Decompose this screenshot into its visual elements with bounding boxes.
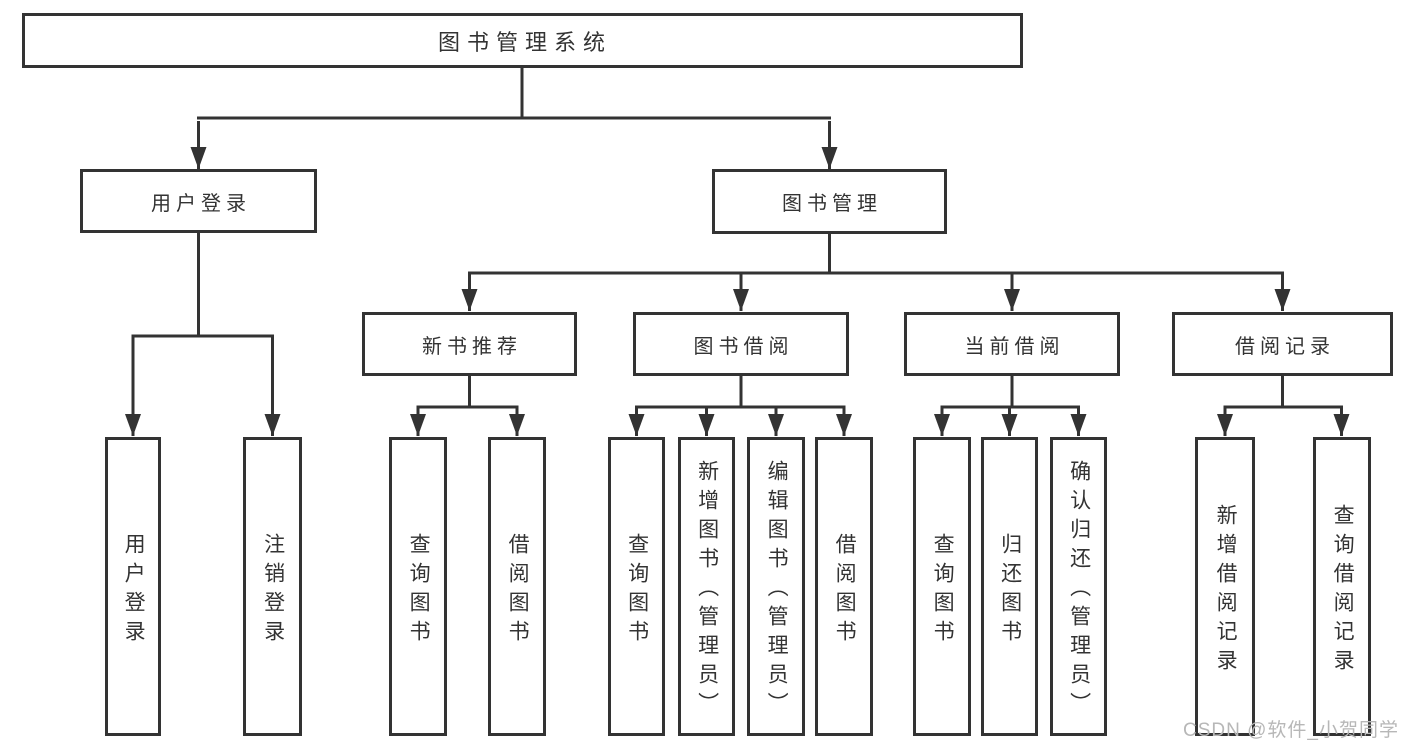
leaf-add-borrow-record: 新增借阅记录 (1195, 437, 1255, 736)
node-new-book-recommend: 新书推荐 (362, 312, 577, 376)
node-label: 新增借阅记录 (1214, 503, 1238, 678)
node-label: 编辑图书（管理员） (765, 460, 789, 721)
node-current-borrow: 当前借阅 (904, 312, 1120, 376)
connector-book-borrow-children (628, 376, 852, 436)
node-label: 查询借阅记录 (1331, 503, 1355, 678)
node-label: 图书借阅 (693, 335, 794, 358)
node-library-management-system: 图书管理系统 (22, 13, 1023, 68)
node-label: 图书管理系统 (437, 29, 612, 55)
connector-current-borrow-children (934, 376, 1087, 436)
leaf-query-books-recommend: 查询图书 (389, 437, 447, 736)
node-label: 图书管理 (782, 193, 882, 215)
node-label: 当前借阅 (964, 335, 1065, 358)
leaf-borrow-books-recommend: 借阅图书 (488, 437, 546, 736)
node-label: 用户登录 (122, 532, 146, 649)
node-label: 查询图书 (625, 532, 649, 649)
node-label: 用户登录 (151, 192, 251, 215)
leaf-return-books: 归还图书 (981, 437, 1038, 736)
node-label: 确认归还（管理员） (1067, 460, 1091, 721)
node-book-management: 图书管理 (712, 169, 947, 234)
leaf-query-books-borrow: 查询图书 (608, 437, 665, 736)
connector-user-login-children (125, 233, 281, 436)
node-user-login: 用户登录 (80, 169, 317, 233)
connector-root-to-level2 (190, 68, 838, 169)
csdn-watermark: CSDN @软件_小贺同学 (1183, 720, 1399, 741)
node-label: 借阅记录 (1235, 335, 1335, 358)
connector-borrow-records-children (1217, 376, 1350, 436)
node-label: 归还图书 (998, 532, 1022, 649)
node-book-borrow: 图书借阅 (633, 312, 849, 376)
leaf-borrow-books: 借阅图书 (815, 437, 873, 736)
node-label: 借阅图书 (833, 532, 857, 649)
leaf-user-login: 用户登录 (105, 437, 161, 736)
node-label: 注销登录 (261, 532, 285, 649)
leaf-edit-book-admin: 编辑图书（管理员） (747, 437, 805, 736)
node-label: 查询图书 (931, 532, 955, 649)
leaf-query-borrow-record: 查询借阅记录 (1313, 437, 1371, 736)
leaf-add-book-admin: 新增图书（管理员） (678, 437, 735, 736)
connector-new-book-children (410, 376, 525, 436)
node-label: 新书推荐 (422, 335, 522, 358)
node-label: 借阅图书 (506, 532, 530, 649)
leaf-confirm-return-admin: 确认归还（管理员） (1050, 437, 1107, 736)
leaf-query-books-current: 查询图书 (913, 437, 971, 736)
connector-book-management-to-level3 (461, 234, 1291, 311)
leaf-logout: 注销登录 (243, 437, 302, 736)
node-label: 新增图书（管理员） (695, 460, 719, 721)
node-borrow-records: 借阅记录 (1172, 312, 1393, 376)
node-label: 查询图书 (407, 532, 431, 649)
